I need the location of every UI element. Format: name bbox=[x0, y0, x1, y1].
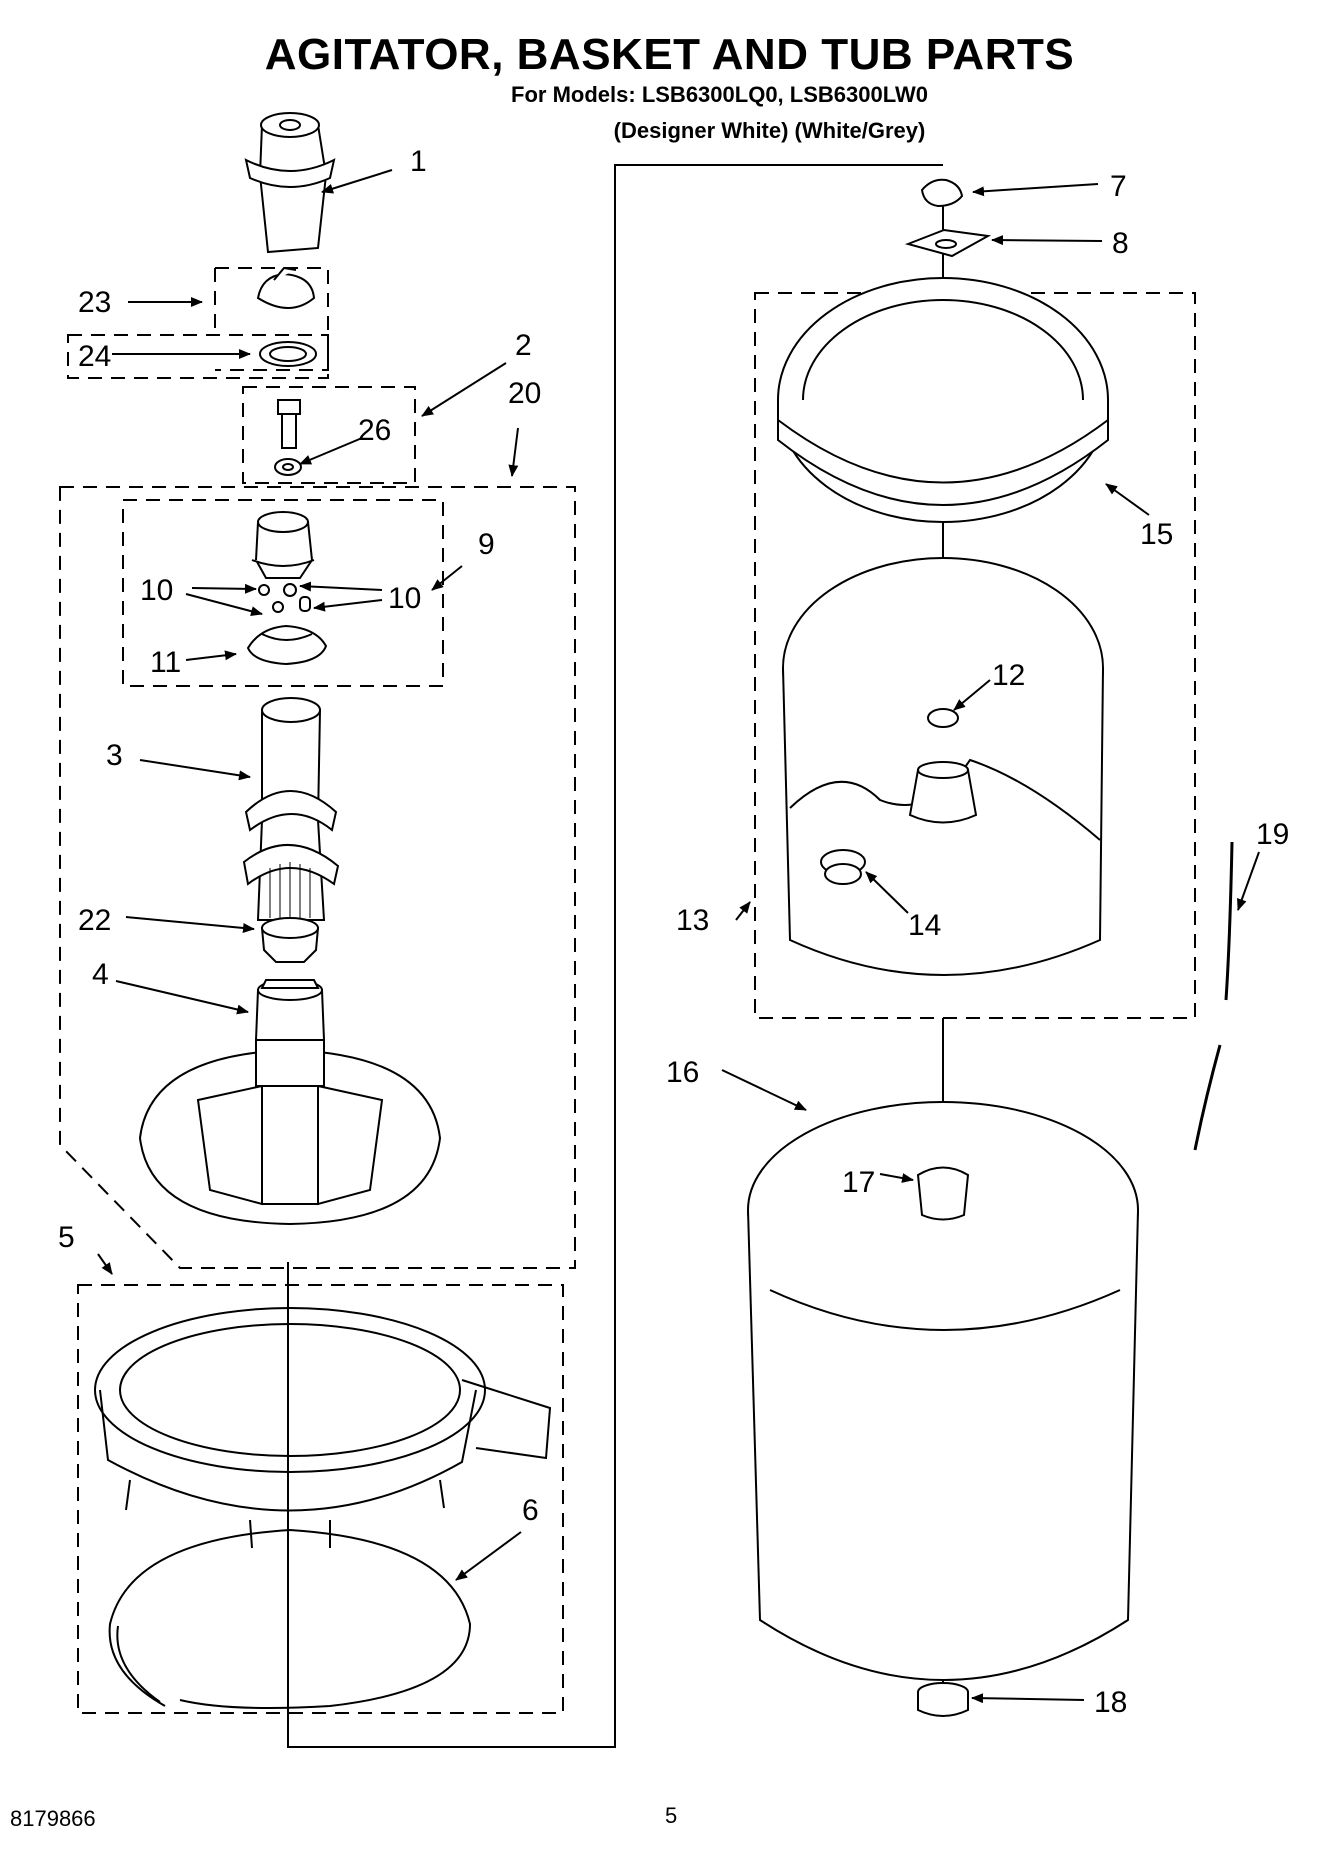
part-5-tub-ring bbox=[94, 1307, 552, 1549]
group-box-23 bbox=[214, 267, 329, 371]
callout-10-left: 10 bbox=[140, 574, 173, 607]
callout-11: 11 bbox=[150, 646, 181, 679]
callout-5: 5 bbox=[58, 1221, 75, 1254]
callout-20: 20 bbox=[508, 377, 541, 410]
part-3-auger bbox=[242, 697, 340, 921]
callout-19: 19 bbox=[1256, 818, 1289, 851]
callout-17: 17 bbox=[842, 1166, 875, 1199]
part-1-agitator-cap bbox=[244, 112, 336, 254]
page-title: AGITATOR, BASKET AND TUB PARTS bbox=[264, 30, 1075, 79]
page-number: 5 bbox=[665, 1803, 678, 1828]
callout-14: 14 bbox=[908, 909, 941, 942]
colors-subtitle: (Designer White) (White/Grey) bbox=[613, 118, 926, 143]
part-18-plug bbox=[917, 1682, 969, 1717]
part-17-seal bbox=[916, 1166, 970, 1221]
part-4-agitator-base bbox=[138, 979, 442, 1226]
part-23-cap-insert bbox=[256, 266, 316, 309]
callout-12: 12 bbox=[992, 659, 1025, 692]
callout-6: 6 bbox=[522, 1494, 539, 1527]
part-19-hose bbox=[1193, 841, 1234, 1151]
part-22-cam bbox=[260, 917, 320, 963]
callout-15: 15 bbox=[1140, 518, 1173, 551]
part-11-ratchet bbox=[246, 624, 328, 666]
group-box-24 bbox=[67, 334, 329, 379]
part-15-balance-ring bbox=[777, 277, 1109, 523]
callout-2: 2 bbox=[515, 329, 532, 362]
callout-22: 22 bbox=[78, 904, 111, 937]
part-13-basket bbox=[782, 557, 1104, 976]
part-7-clip bbox=[920, 178, 964, 208]
document-code: 8179866 bbox=[10, 1806, 96, 1831]
part-14-bushing bbox=[820, 849, 866, 885]
part-9-dog-assembly bbox=[251, 511, 315, 613]
part-2-bolt bbox=[274, 399, 302, 476]
part-8-bracket bbox=[904, 228, 992, 258]
models-subtitle: For Models: LSB6300LQ0, LSB6300LW0 bbox=[511, 82, 928, 107]
callout-4: 4 bbox=[92, 958, 109, 991]
callout-24: 24 bbox=[78, 340, 111, 373]
part-24-seal-ring bbox=[259, 341, 317, 367]
callout-26: 26 bbox=[358, 414, 391, 447]
part-6-ring bbox=[108, 1528, 472, 1709]
callout-8: 8 bbox=[1112, 227, 1129, 260]
connector-line bbox=[287, 164, 943, 1748]
part-12-nut bbox=[927, 708, 959, 728]
callout-18: 18 bbox=[1094, 1686, 1127, 1719]
callout-10-right: 10 bbox=[388, 582, 421, 615]
group-box-2 bbox=[242, 386, 416, 484]
callout-3: 3 bbox=[106, 739, 123, 772]
callout-16: 16 bbox=[666, 1056, 699, 1089]
callout-7: 7 bbox=[1110, 170, 1127, 203]
callout-23: 23 bbox=[78, 286, 111, 319]
callout-13: 13 bbox=[676, 904, 709, 937]
callout-9: 9 bbox=[478, 528, 495, 561]
callout-1: 1 bbox=[410, 145, 427, 178]
group-box-5 bbox=[77, 1284, 564, 1714]
